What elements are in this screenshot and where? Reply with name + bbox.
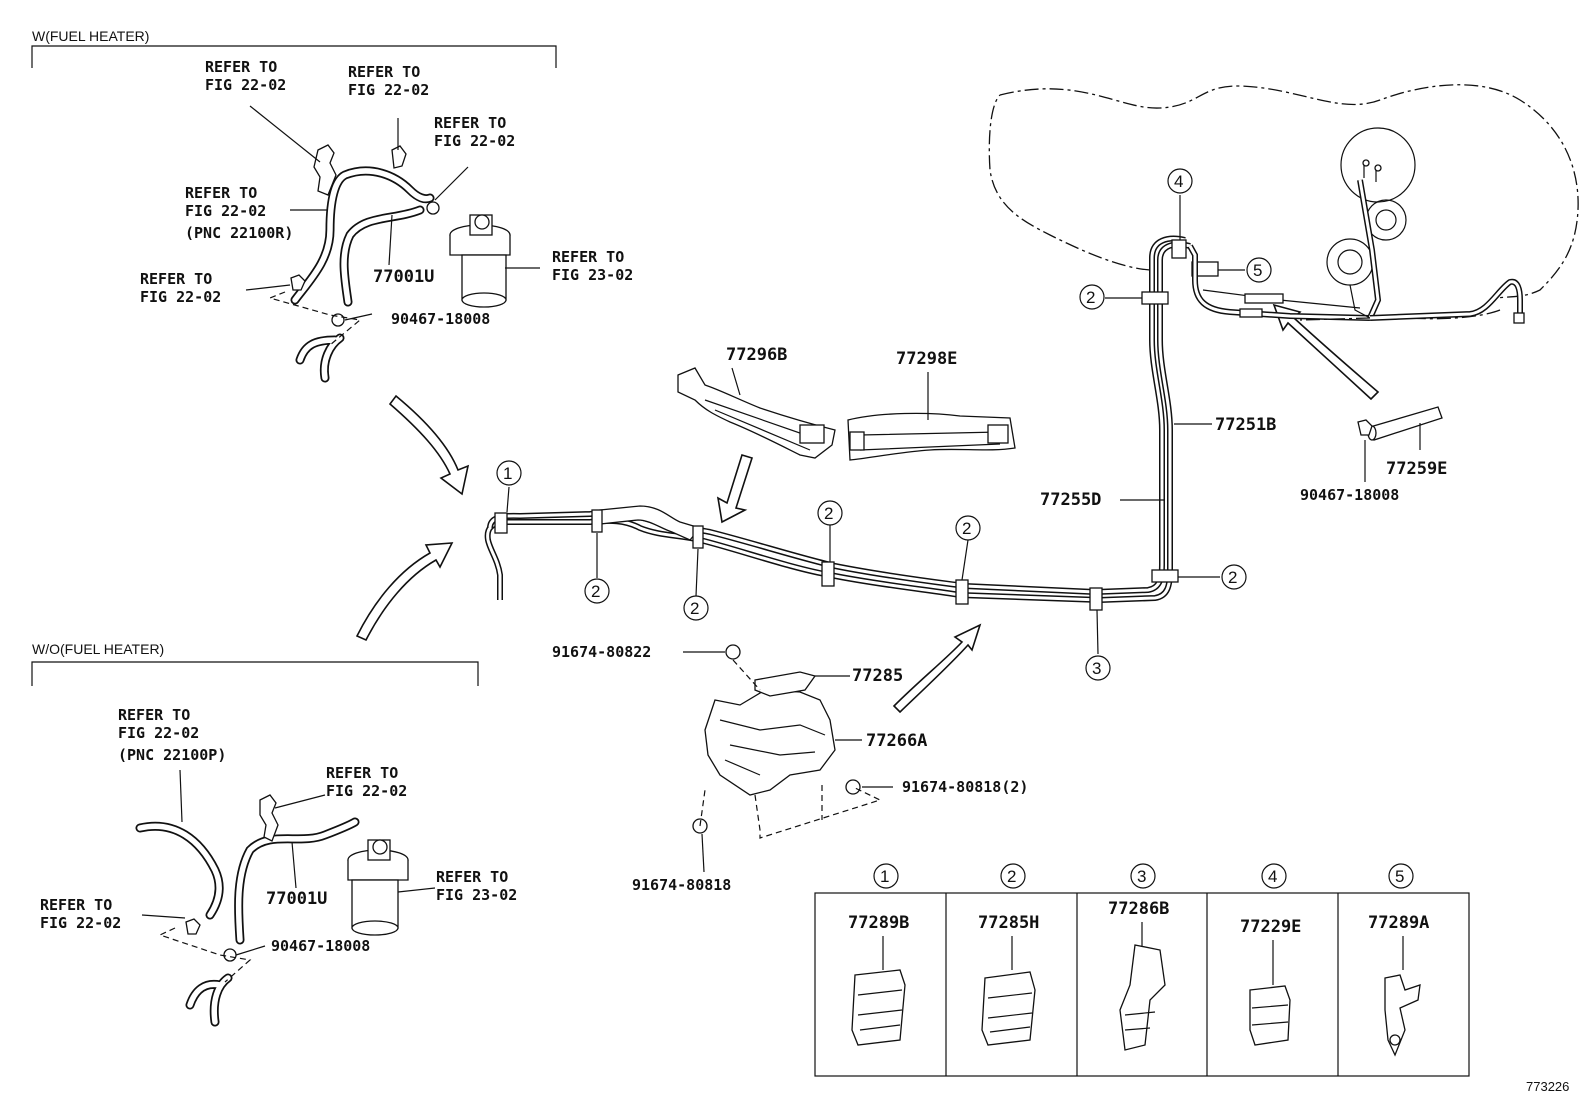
svg-text:3: 3	[1137, 867, 1146, 886]
part-77251b: 77251B	[1215, 415, 1276, 435]
svg-text:2: 2	[824, 504, 833, 523]
svg-text:FIG 23-02: FIG 23-02	[552, 266, 633, 284]
svg-text:FIG 23-02: FIG 23-02	[436, 886, 517, 904]
svg-text:REFER TO: REFER TO	[552, 248, 624, 266]
right-parts: 77251B 77255D 77259E 90467-18008	[1040, 406, 1447, 510]
section-title-with-heater: W(FUEL HEATER)	[32, 28, 149, 44]
callouts: 1 2 2 2 2 3 2 2 4 5	[496, 168, 1272, 681]
fuel-tank-outline	[988, 84, 1579, 324]
section-without-fuel-heater: W/O(FUEL HEATER)	[31, 641, 479, 686]
svg-text:FIG 22-02: FIG 22-02	[205, 76, 286, 94]
svg-text:2: 2	[690, 599, 699, 618]
svg-text:REFER TO: REFER TO	[434, 114, 506, 132]
section-with-fuel-heater: W(FUEL HEATER)	[31, 28, 557, 68]
part-77001u-top: 77001U	[373, 267, 434, 287]
part-90467-top: 90467-18008	[391, 310, 490, 328]
part-77255d: 77255D	[1040, 490, 1101, 510]
svg-text:FIG 22-02: FIG 22-02	[185, 202, 266, 220]
svg-text:REFER TO: REFER TO	[40, 896, 112, 914]
svg-text:FIG 22-02: FIG 22-02	[40, 914, 121, 932]
svg-text:REFER TO: REFER TO	[118, 706, 190, 724]
legend-col-2: 2 77285H	[978, 863, 1039, 1046]
svg-text:2: 2	[591, 582, 600, 601]
svg-text:(PNC 22100P): (PNC 22100P)	[118, 746, 226, 764]
svg-text:1: 1	[880, 867, 889, 886]
legend-col-3: 3 77286B	[1108, 863, 1169, 1051]
svg-text:1: 1	[503, 464, 512, 483]
part-77259e: 77259E	[1386, 459, 1447, 479]
part-77296b: 77296B	[726, 345, 787, 365]
svg-text:REFER TO: REFER TO	[436, 868, 508, 886]
part-90467-right: 90467-18008	[1300, 486, 1399, 504]
part-77001u-bottom: 77001U	[266, 889, 327, 909]
part-77266a: 77266A	[866, 731, 927, 751]
part-91674-80818: 91674-80818	[632, 876, 731, 894]
clamp-legend-table: 1 77289B 2 77285H 3 77286B 4 77229E	[814, 863, 1470, 1077]
svg-text:2: 2	[1228, 568, 1237, 587]
svg-text:2: 2	[962, 519, 971, 538]
part-91674-80818-2: 91674-80818(2)	[902, 778, 1028, 796]
svg-text:REFER TO: REFER TO	[140, 270, 212, 288]
legend-part-77289b: 77289B	[848, 913, 909, 933]
legend-part-77289a: 77289A	[1368, 913, 1429, 933]
svg-text:FIG 22-02: FIG 22-02	[348, 81, 429, 99]
bracket-assembly: 91674-80822 77285 77266A 91674-80818(2) …	[552, 643, 1028, 894]
svg-text:4: 4	[1268, 867, 1277, 886]
svg-text:REFER TO: REFER TO	[326, 764, 398, 782]
svg-text:(PNC 22100R): (PNC 22100R)	[185, 224, 293, 242]
refs-top: REFER TO FIG 22-02 REFER TO FIG 22-02 RE…	[140, 58, 633, 328]
section-title-without-heater: W/O(FUEL HEATER)	[32, 641, 164, 657]
fuel-heater-assembly-top	[245, 105, 540, 383]
svg-text:REFER TO: REFER TO	[348, 63, 420, 81]
svg-text:FIG 22-02: FIG 22-02	[118, 724, 199, 742]
legend-part-77229e: 77229E	[1240, 917, 1301, 937]
legend-part-77286b: 77286B	[1108, 899, 1169, 919]
svg-text:REFER TO: REFER TO	[185, 184, 257, 202]
part-91674-80822: 91674-80822	[552, 643, 651, 661]
part-90467-bottom: 90467-18008	[271, 937, 370, 955]
part-77298e: 77298E	[896, 349, 957, 369]
svg-text:FIG 22-02: FIG 22-02	[326, 782, 407, 800]
diagram-code: 773226	[1526, 1079, 1569, 1094]
legend-col-1: 1 77289B	[848, 863, 909, 1046]
svg-text:FIG 22-02: FIG 22-02	[434, 132, 515, 150]
protector-77298e: 77298E	[847, 349, 1016, 461]
legend-part-77285h: 77285H	[978, 913, 1039, 933]
main-line-leaders	[506, 195, 1245, 655]
protector-77296b: 77296B	[677, 345, 836, 459]
main-fuel-lines	[484, 235, 1371, 611]
refs-bottom: REFER TO FIG 22-02 (PNC 22100P) REFER TO…	[40, 706, 517, 955]
svg-text:3: 3	[1092, 659, 1101, 678]
svg-text:5: 5	[1253, 261, 1262, 280]
direction-arrows	[355, 303, 1380, 714]
svg-text:REFER TO: REFER TO	[205, 58, 277, 76]
svg-text:5: 5	[1395, 867, 1404, 886]
fuel-filter-assembly-bottom	[135, 769, 436, 1027]
legend-col-4: 4 77229E	[1240, 863, 1301, 1046]
part-77285: 77285	[852, 666, 903, 686]
svg-text:2: 2	[1007, 867, 1016, 886]
svg-text:FIG 22-02: FIG 22-02	[140, 288, 221, 306]
legend-col-5: 5 77289A	[1368, 863, 1429, 1057]
svg-text:2: 2	[1086, 288, 1095, 307]
svg-text:4: 4	[1174, 172, 1183, 191]
